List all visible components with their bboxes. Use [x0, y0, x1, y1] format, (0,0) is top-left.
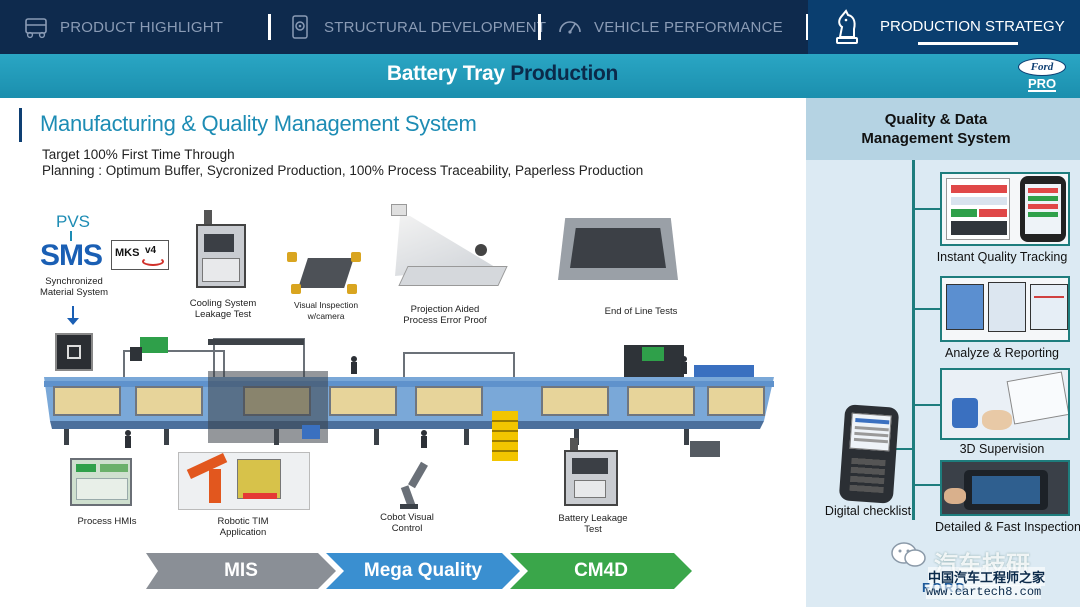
panel-item-analyze-reporting: Analyze & Reporting [945, 346, 1059, 360]
panel-item-3d-supervision: 3D Supervision [959, 442, 1045, 456]
ford-logo-text: Ford [1030, 61, 1054, 73]
nav-label: PRODUCT HIGHLIGHT [60, 18, 224, 36]
caption-battery: Battery Leakage Test [558, 513, 628, 535]
watermark-subtitle: 中国汽车工程师之家 [928, 567, 1046, 586]
section-heading: Manufacturing & Quality Management Syste… [40, 111, 477, 136]
sms-label: SMS [40, 239, 103, 272]
projection-station [385, 204, 508, 294]
panel-title-line1: Quality & Data [884, 111, 988, 128]
nav-product-highlight[interactable]: PRODUCT HIGHLIGHT [22, 0, 223, 54]
caption-hmi: Process HMIs [77, 516, 137, 527]
nav-active-underline [918, 42, 1018, 45]
caption-visual: Visual Inspection w/camera [293, 300, 359, 321]
thumb-3d-supervision [940, 368, 1070, 440]
ford-logo: Ford [1018, 58, 1066, 76]
wechat-icon [891, 542, 926, 567]
speedometer-icon [559, 21, 581, 34]
heading-accent-bar [19, 108, 22, 142]
pro-logo: PRO [1028, 76, 1057, 92]
cobot-arm [398, 458, 438, 510]
page-title-part1: Battery Tray [386, 62, 511, 85]
nav-divider [538, 14, 541, 40]
watermark-url: www.cartech8.com [926, 585, 1042, 599]
nav-production-strategy[interactable]: PRODUCTION STRATEGY [808, 0, 1080, 54]
panel-title-line2: Management System [861, 130, 1011, 147]
page-title-part2: Production [510, 62, 619, 85]
process-step-mega-quality: Mega Quality [326, 553, 520, 589]
tree-branch [912, 484, 940, 486]
panel-digital-checklist: Digital checklist [824, 504, 912, 518]
thumb-fast-inspection [940, 460, 1070, 516]
planning-text: Planning : Optimum Buffer, Sycronized Pr… [42, 163, 644, 178]
mks-swoosh-icon [142, 257, 164, 266]
robotic-cell [178, 452, 310, 510]
process-step-mis: MIS [146, 553, 336, 589]
nav-divider [806, 14, 809, 40]
tree-branch [912, 208, 940, 210]
down-arrow-icon [72, 306, 74, 320]
nav-active-label: PRODUCTION STRATEGY [880, 18, 1065, 35]
page-title: Battery Tray Production [0, 62, 1005, 86]
mks-logo: MKS v4 [111, 240, 169, 270]
caption-cooling: Cooling System Leakage Test [189, 298, 257, 320]
pvs-arrow-icon [70, 231, 72, 241]
top-navigation: PRODUCT HIGHLIGHT STRUCTURAL DEVELOPMENT… [0, 0, 1080, 54]
battery-test-station [562, 438, 622, 508]
hmi-screen [70, 458, 132, 506]
gear-settings-icon [292, 15, 308, 39]
nav-structural-development[interactable]: STRUCTURAL DEVELOPMENT [286, 0, 546, 54]
nav-label: STRUCTURAL DEVELOPMENT [324, 18, 547, 36]
process-step-cm4d: CM4D [510, 553, 692, 589]
thumb-analyze-reporting [940, 276, 1070, 342]
scanner-terminal [55, 333, 93, 371]
nav-label: VEHICLE PERFORMANCE [594, 18, 783, 36]
panel-item-quality-tracking: Instant Quality Tracking [936, 250, 1068, 264]
caption-cobot: Cobot Visual Control [380, 512, 434, 534]
caption-sms: Synchronized Material System [39, 276, 109, 298]
panel-item-fast-inspection: Detailed & Fast Inspection [935, 520, 1080, 534]
mks-text: MKS [115, 247, 140, 259]
nav-divider [268, 14, 271, 40]
target-text: Target 100% First Time Through [42, 147, 235, 162]
tree-branch [912, 308, 940, 310]
caption-projection: Projection Aided Process Error Proof [403, 304, 487, 326]
mks-version: v4 [145, 245, 157, 256]
nav-vehicle-performance[interactable]: VEHICLE PERFORMANCE [556, 0, 783, 54]
title-band: Battery Tray Production [0, 54, 1080, 98]
handheld-scanner-device [838, 404, 900, 504]
caption-robotic: Robotic TIM Application [217, 516, 269, 538]
thumb-quality-tracking [940, 172, 1070, 246]
conveyor-line [44, 337, 774, 461]
truck-icon [25, 18, 47, 39]
camera-inspection-unit [285, 248, 365, 300]
tree-branch [912, 404, 940, 406]
cooling-test-station [192, 210, 252, 292]
tree-trunk-line [912, 160, 915, 520]
tree-branch [894, 448, 914, 450]
caption-eol: End of Line Tests [604, 306, 678, 317]
pvs-label: PVS [56, 212, 91, 231]
down-arrow-head-icon [67, 318, 79, 325]
chess-knight-icon [836, 9, 858, 44]
eol-test-station [558, 212, 680, 284]
